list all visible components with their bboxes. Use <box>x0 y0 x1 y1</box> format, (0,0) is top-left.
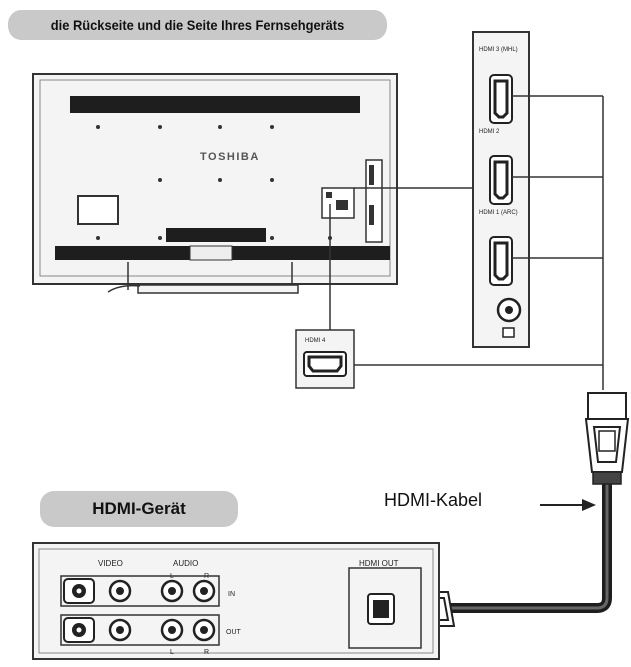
svideo-in-port[interactable] <box>63 578 95 604</box>
hdmi1-port[interactable] <box>488 235 514 287</box>
cable-arrow <box>540 499 596 511</box>
tv-stand <box>137 284 299 294</box>
hdmi2-port[interactable] <box>488 154 514 206</box>
in-label: IN <box>228 591 235 598</box>
audio-left-label-bottom: L <box>170 649 174 656</box>
hdmi-device-panel: VIDEO AUDIO L R IN OUT L R HDMI OUT <box>32 542 440 660</box>
hdmi-plug-vertical <box>584 392 630 485</box>
mounting-holes <box>96 125 332 240</box>
vent-bar-top <box>70 96 360 113</box>
hdmi1-port-label: HDMI 1 (ARC) <box>479 210 518 216</box>
hdmi-cable-label: HDMI-Kabel <box>384 490 483 510</box>
hdmi-out-frame <box>348 567 422 649</box>
connection-lines <box>329 95 604 390</box>
tv-back-panel: TOSHIBA <box>32 73 398 294</box>
audio-left-in-jack[interactable] <box>160 579 184 603</box>
tv-back-caption: die Rückseite und die Seite Ihres Fernse… <box>8 10 388 40</box>
hdmi3-port[interactable] <box>488 73 514 125</box>
headphone-icon <box>502 327 515 338</box>
audio-right-label-bottom: R <box>204 649 209 656</box>
output-connector-row <box>60 614 220 646</box>
hdmi2-port-label: HDMI 2 <box>479 129 500 135</box>
audio-right-in-jack[interactable] <box>192 579 216 603</box>
tv-brand-logo: TOSHIBA <box>200 151 260 163</box>
vent-bar-mid <box>166 228 266 242</box>
video-out-jack[interactable] <box>108 618 132 642</box>
label-plate <box>77 195 119 225</box>
hdmi3-port-label: HDMI 3 (MHL) <box>479 47 518 53</box>
video-in-jack[interactable] <box>108 579 132 603</box>
input-connector-row <box>60 575 220 607</box>
out-label: OUT <box>226 629 242 636</box>
hdmi4-port-label: HDMI 4 <box>305 338 326 344</box>
video-label: VIDEO <box>98 559 123 568</box>
tv-side-connector-strip: HDMI 3 (MHL) HDMI 2 HDMI 1 (ARC) <box>472 31 530 348</box>
rear-hdmi-callout: HDMI 4 <box>295 329 355 389</box>
audio-left-out-jack[interactable] <box>160 618 184 642</box>
audio-label: AUDIO <box>173 559 198 568</box>
hdmi-device-title: HDMI-Gerät <box>40 491 238 527</box>
svideo-out-port[interactable] <box>63 617 95 643</box>
hdmi-out-label: HDMI OUT <box>359 559 399 568</box>
audio-right-out-jack[interactable] <box>192 618 216 642</box>
